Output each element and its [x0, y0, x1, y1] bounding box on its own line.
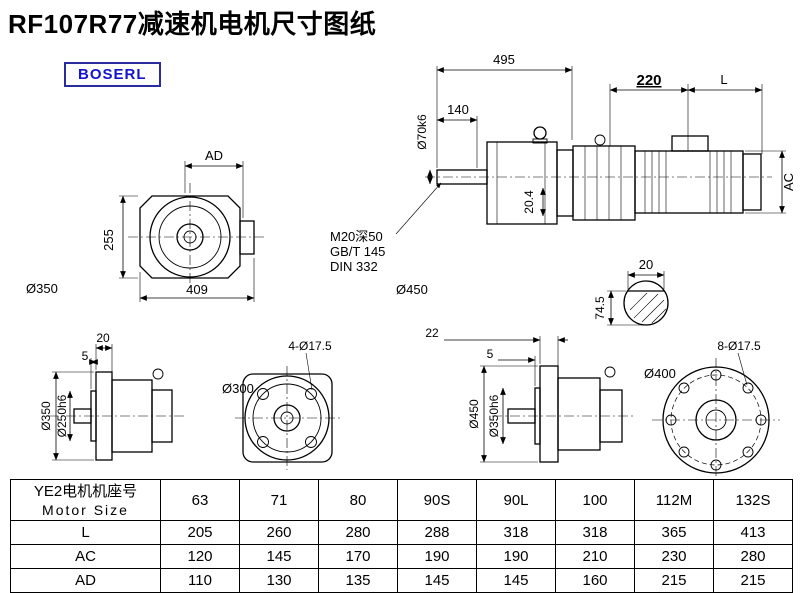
- header-cn: YE2电机机座号: [33, 482, 138, 500]
- table-cell: 210: [555, 544, 635, 569]
- dim-409-label: 409: [186, 282, 208, 297]
- header-en: Motor Size: [42, 501, 129, 518]
- row-label: AC: [10, 544, 161, 569]
- row-label: L: [10, 520, 161, 545]
- dim-l-label: L: [720, 72, 727, 87]
- table-row-l: L 205 260 280 288 318 318 365 413: [10, 520, 793, 545]
- boserl-logo: BOSERL: [64, 62, 161, 87]
- table-cell: 230: [634, 544, 714, 569]
- side-view: 495 140 Ø70k6 220 L AC 20.4 M20深50 GB/T …: [330, 52, 796, 326]
- dia-350-label: Ø350: [39, 401, 53, 431]
- flange-small-side-view: 20 5 Ø350 Ø250h6: [39, 331, 186, 461]
- dia-450-label: Ø450: [467, 399, 481, 429]
- table-cell: 413: [713, 520, 793, 545]
- flange-large-front-view: 8-Ø17.5 Ø400: [644, 339, 780, 476]
- dim-22-label: 22: [425, 326, 439, 340]
- table-cell: 190: [476, 544, 556, 569]
- thread-note-3: DIN 332: [330, 259, 378, 274]
- dia-400-label: Ø400: [644, 366, 676, 381]
- dim-495-label: 495: [493, 52, 515, 67]
- lifting-eye-icon: [604, 366, 616, 378]
- dim-ad-label: AD: [205, 148, 223, 163]
- table-cell: 190: [397, 544, 477, 569]
- lifting-eye-icon: [594, 134, 606, 146]
- holes-8-label: 8-Ø17.5: [717, 339, 761, 353]
- dim-20-label: 20: [96, 331, 110, 345]
- dim-20-label: 20: [639, 257, 653, 272]
- page-title: RF107R77减速机电机尺寸图纸: [8, 9, 377, 39]
- header-motor-size: YE2电机机座号 Motor Size: [10, 479, 161, 521]
- table-cell: 288: [397, 520, 477, 545]
- size-col: 100: [555, 479, 635, 521]
- thread-note-2: GB/T 145: [330, 244, 385, 259]
- flange-large-side-view: 22 5 Ø450 Ø350h6: [425, 326, 636, 463]
- holes-4-label: 4-Ø17.5: [288, 339, 332, 353]
- front-view: AD 255 409 Ø350: [26, 148, 266, 302]
- table-cell: 280: [713, 544, 793, 569]
- dim-ac-label: AC: [781, 173, 796, 191]
- dim-745-label: 74.5: [593, 296, 607, 320]
- table-header-row: YE2电机机座号 Motor Size 63 71 80 90S 90L 100…: [10, 479, 793, 521]
- table-cell: 170: [318, 544, 398, 569]
- size-col: 90L: [476, 479, 556, 521]
- table-cell: 260: [239, 520, 319, 545]
- dim-204-label: 20.4: [522, 190, 536, 214]
- dim-255-label: 255: [101, 229, 116, 251]
- dia-450-label: Ø450: [396, 282, 428, 297]
- technical-drawing: AD 255 409 Ø350: [26, 52, 796, 476]
- dia-350h6-label: Ø350h6: [487, 394, 501, 437]
- size-col: 63: [160, 479, 240, 521]
- dia-250h6-label: Ø250h6: [55, 394, 69, 437]
- table-cell: 318: [555, 520, 635, 545]
- dim-140-label: 140: [447, 102, 469, 117]
- motor-size-table: YE2电机机座号 Motor Size 63 71 80 90S 90L 100…: [10, 479, 793, 593]
- table-row-ac: AC 120 145 170 190 190 210 230 280: [10, 544, 793, 569]
- size-col: 112M: [634, 479, 714, 521]
- dim-5-label: 5: [82, 349, 89, 363]
- thread-note-1: M20深50: [330, 229, 383, 244]
- table-cell: 120: [160, 544, 240, 569]
- lifting-eye-icon: [533, 126, 547, 140]
- table-cell: 318: [476, 520, 556, 545]
- table-cell: 205: [160, 520, 240, 545]
- table-cell: 145: [239, 544, 319, 569]
- dia-300-label: Ø300: [222, 381, 254, 396]
- table-cell: 280: [318, 520, 398, 545]
- dia-70k6-label: Ø70k6: [415, 114, 429, 150]
- dia-350-label: Ø350: [26, 281, 58, 296]
- size-col: 90S: [397, 479, 477, 521]
- size-col: 71: [239, 479, 319, 521]
- flange-small-front-view: 4-Ø17.5 Ø300: [222, 339, 340, 470]
- dim-220-label: 220: [636, 72, 661, 89]
- table-cell: 365: [634, 520, 714, 545]
- size-col: 80: [318, 479, 398, 521]
- size-col: 132S: [713, 479, 793, 521]
- lifting-eye-icon: [152, 368, 164, 380]
- dim-5-label: 5: [487, 347, 494, 361]
